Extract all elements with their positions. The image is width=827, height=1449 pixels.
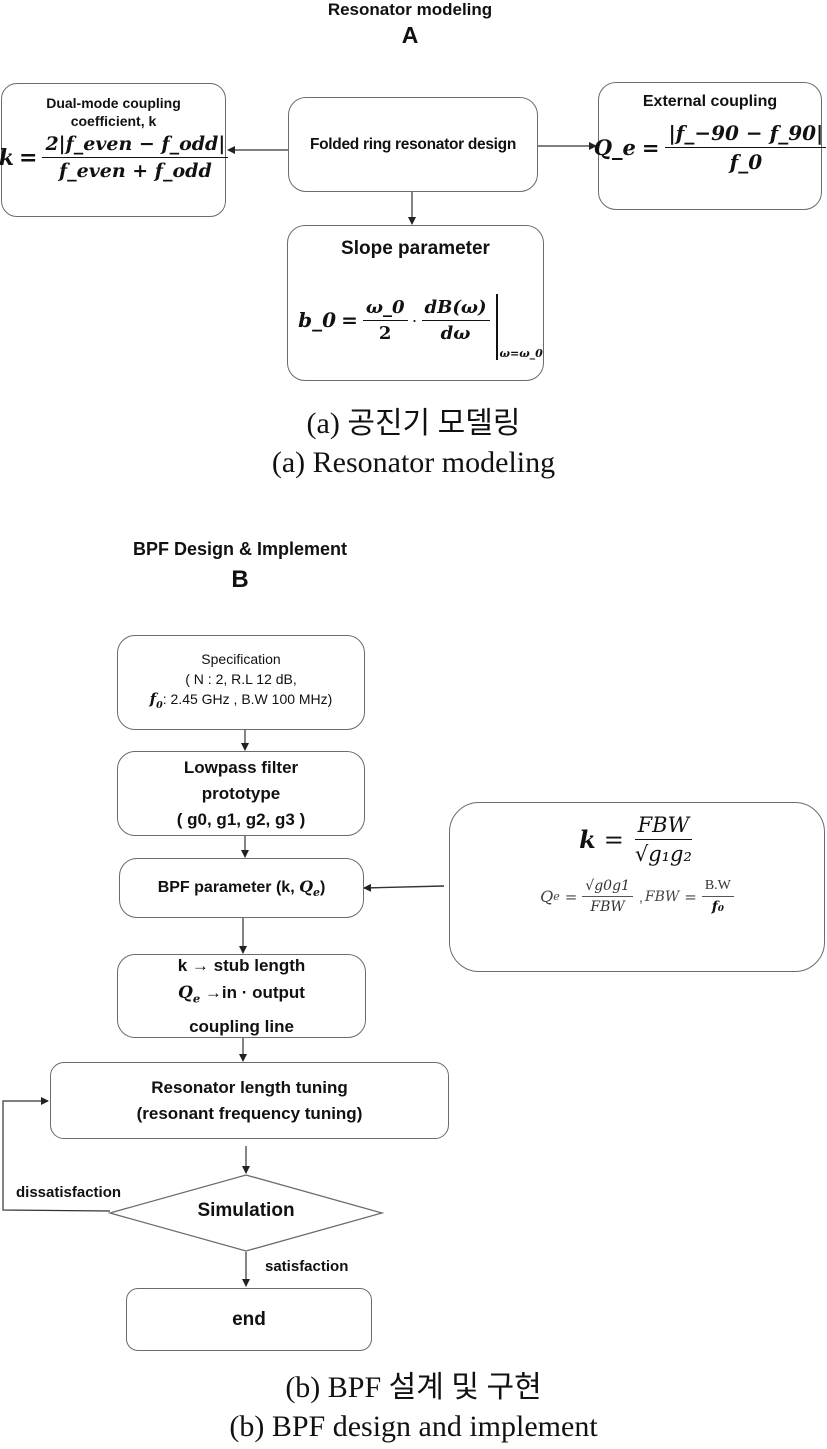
lowpass-line-1: Lowpass filter — [183, 757, 299, 777]
simulation-label: Simulation — [197, 1200, 295, 1221]
specification-box: Specification ( N : 2, R.L 12 dB, f0: 2.… — [117, 635, 365, 730]
external-coupling-box: External coupling Q_e = |f_−90 − f_90| f… — [594, 82, 827, 210]
stub-length-box: k → stub length Qe →in · output coupling… — [117, 954, 366, 1038]
section-a-letter: A — [401, 22, 419, 48]
resonator-tuning-box: Resonator length tuning (resonant freque… — [50, 1062, 449, 1139]
external-coupling-title: External coupling — [642, 93, 778, 110]
end-label: end — [232, 1308, 266, 1330]
specification-line-2: ( N : 2, R.L 12 dB, — [185, 671, 297, 688]
specification-line-3: f0: 2.45 GHz , B.W 100 MHz) — [149, 690, 333, 711]
end-box: end — [126, 1288, 372, 1351]
caption-b-korean: (b) BPF 설계 및 구현 — [285, 1371, 542, 1404]
satisfaction-label: satisfaction — [265, 1258, 349, 1275]
external-coupling-formula: Q_e = |f_−90 − f_90| f_0 — [594, 121, 827, 174]
section-b-letter: B — [231, 566, 249, 593]
folded-ring-resonator-box: Folded ring resonator design — [288, 97, 538, 192]
lowpass-line-2: prototype — [201, 783, 281, 803]
caption-a-english: (a) Resonator modeling — [271, 446, 556, 479]
tuning-line-2: (resonant frequency tuning) — [136, 1103, 363, 1123]
folded-ring-resonator-label: Folded ring resonator design — [309, 135, 517, 153]
stub-line-3: coupling line — [189, 1016, 294, 1036]
caption-a-korean: (a) 공진기 모델링 — [306, 407, 521, 440]
tuning-line-1: Resonator length tuning — [151, 1077, 348, 1097]
section-b-title: BPF Design & Implement — [132, 539, 348, 559]
loop-back-line — [2, 1097, 111, 1212]
section-a-title: Resonator modeling — [327, 0, 493, 19]
k-formula: k = FBW √g₁g₂ — [579, 813, 693, 866]
coupling-coefficient-formula: k = 2|f_even − f_odd| f_even + f_odd — [0, 133, 229, 182]
specification-title: Specification — [201, 651, 281, 668]
slope-parameter-formula: b_0 = ω_0 2 · dB(ω) dω ω=ω_0 — [298, 280, 543, 360]
bpf-parameter-label: BPF parameter (k, Qe) — [157, 876, 326, 900]
stub-line-2: Qe →in · output — [178, 983, 305, 1006]
slope-parameter-box: Slope parameter b_0 = ω_0 2 · dB(ω) dω ω… — [287, 225, 544, 381]
lowpass-prototype-box: Lowpass filter prototype ( g0, g1, g2, g… — [117, 751, 365, 836]
arrow-formula-to-bpf — [363, 883, 445, 892]
caption-b-english: (b) BPF design and implement — [229, 1410, 598, 1443]
dissatisfaction-label: dissatisfaction — [16, 1184, 122, 1201]
coupling-coefficient-box: Dual-mode coupling coefficient, k k = 2|… — [0, 83, 229, 217]
coupling-coefficient-title: Dual-mode coupling coefficient, k — [46, 95, 181, 129]
bpf-parameter-box: BPF parameter (k, Qe) — [119, 858, 364, 918]
slope-parameter-title: Slope parameter — [341, 238, 490, 259]
lowpass-line-3: ( g0, g1, g2, g3 ) — [176, 809, 306, 829]
stub-line-1: k → stub length — [177, 956, 306, 976]
simulation-diamond — [107, 1174, 385, 1252]
